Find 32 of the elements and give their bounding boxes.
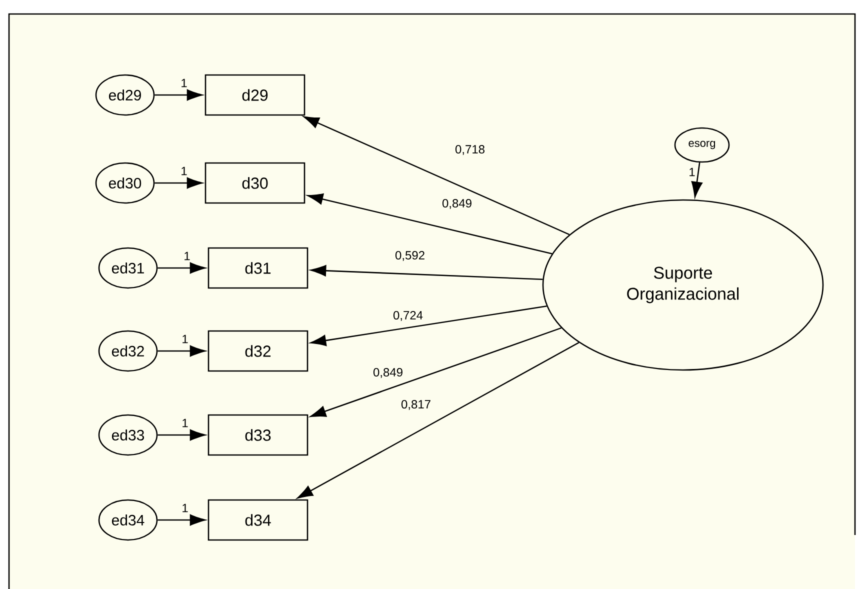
arrow: [158, 514, 206, 526]
variable-box: d34: [208, 499, 308, 541]
edge-label: 0,718: [455, 145, 484, 155]
arrow: [158, 429, 206, 441]
arrow: [297, 342, 580, 499]
variable-box: d32: [208, 330, 308, 372]
arrow: [304, 116, 570, 236]
edge-label: 0,724: [393, 311, 423, 321]
edge-label: 1: [690, 168, 695, 176]
arrow: [310, 327, 562, 417]
edge-label: 1: [182, 418, 188, 428]
edge-label: 1: [182, 166, 187, 176]
edge-label: 1: [184, 252, 190, 260]
variable-box: d30: [204, 162, 306, 204]
edge-label: 0,849: [373, 368, 402, 378]
variable-box: d31: [208, 247, 308, 289]
arrow: [158, 262, 206, 274]
edge-label: 0,817: [401, 400, 430, 410]
edge-label: 1: [182, 78, 187, 88]
arrow: [310, 306, 547, 346]
variable-box: d29: [204, 74, 306, 116]
arrow: [158, 345, 206, 357]
edge-label: 1: [182, 504, 188, 512]
arrow: [154, 177, 203, 189]
arrow: [310, 265, 543, 280]
edge-label: 1: [182, 334, 188, 344]
arrow: [691, 162, 702, 198]
arrow: [307, 194, 552, 254]
arrow: [154, 89, 203, 101]
edge-label: 0,849: [442, 199, 472, 209]
edge-label: 0,592: [395, 251, 424, 261]
variable-box: d33: [208, 414, 308, 456]
